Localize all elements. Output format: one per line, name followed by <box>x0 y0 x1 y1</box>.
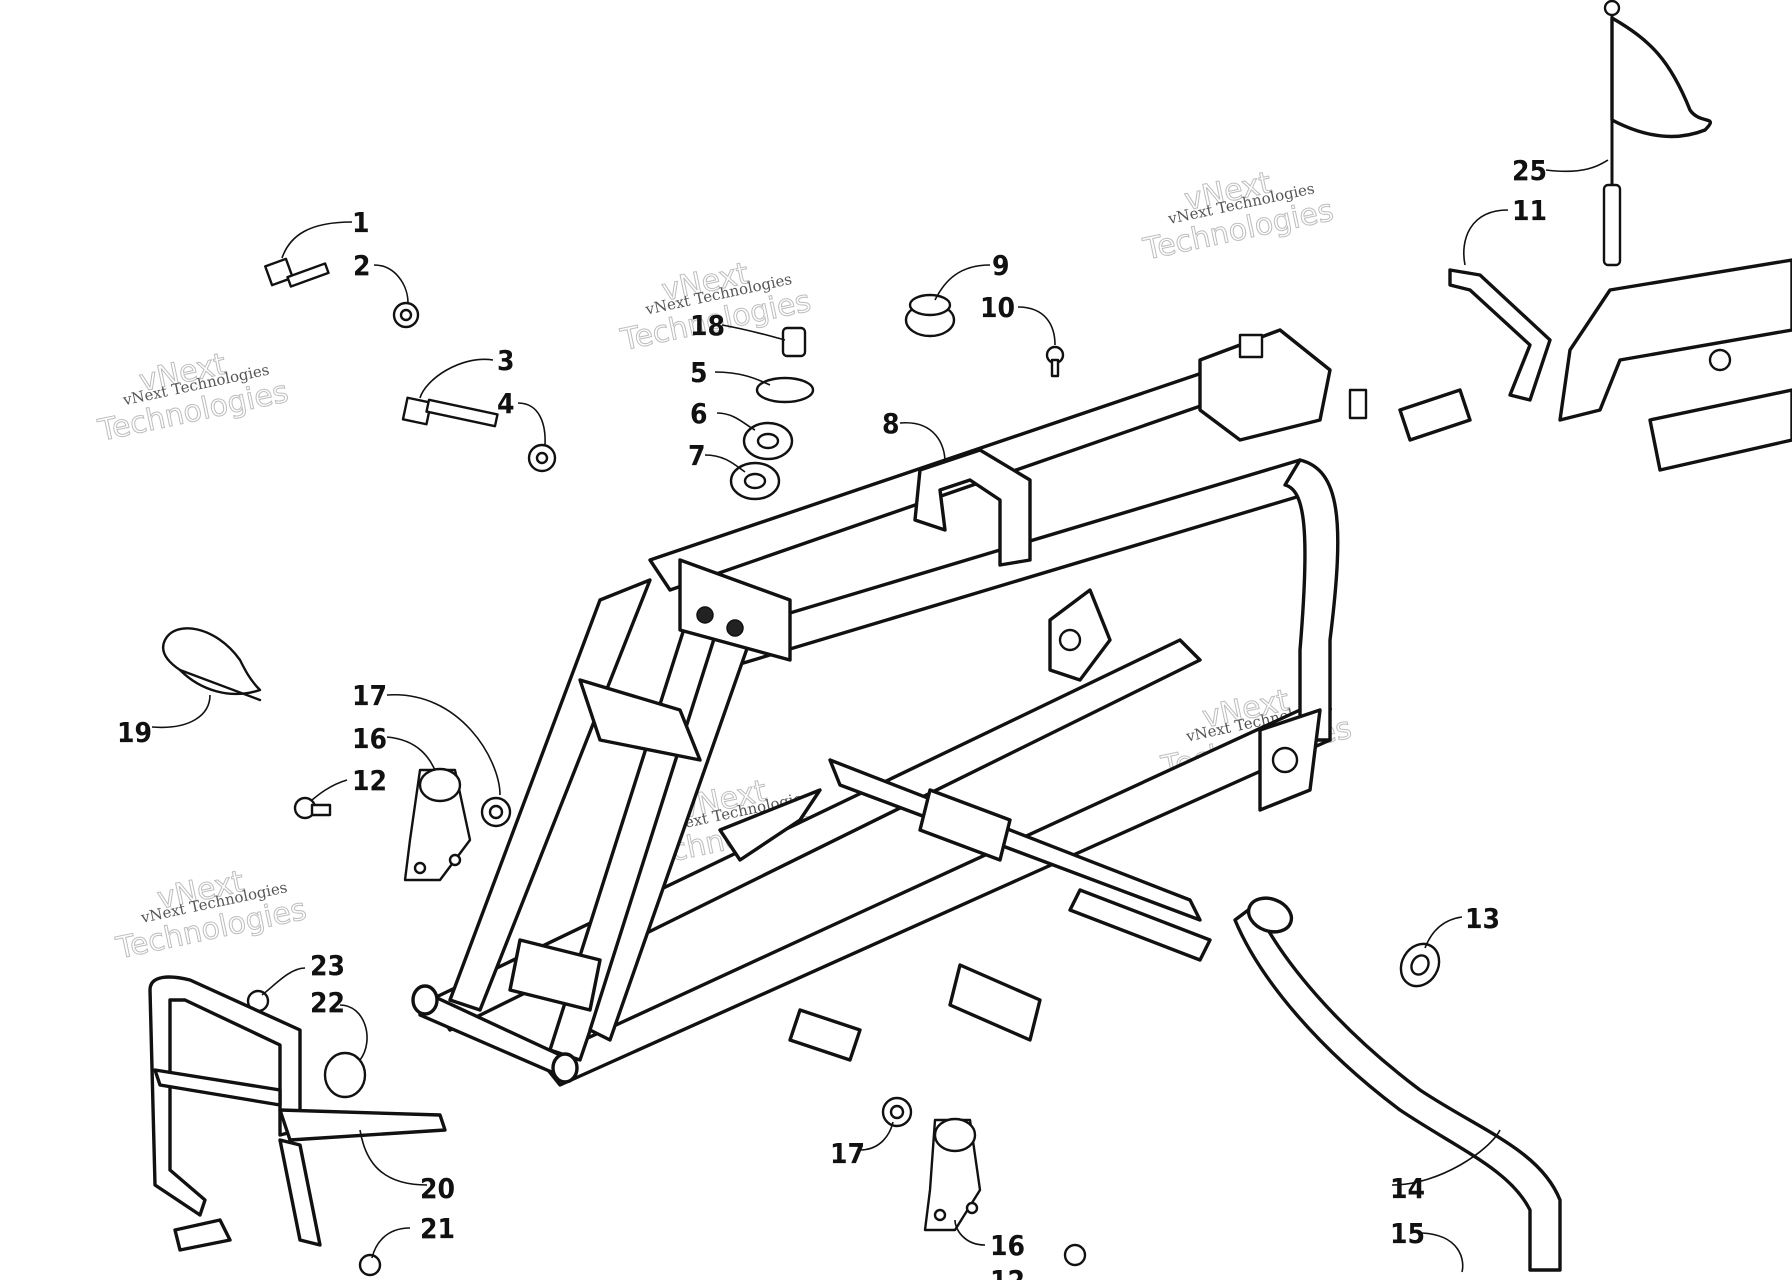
callout-9: 9 <box>992 249 1010 282</box>
spacer-part-17b <box>881 1096 913 1128</box>
callout-labels: 1 2 3 4 5 6 7 8 9 10 11 12 13 14 15 16 1… <box>117 154 1547 1280</box>
bearing-part-6 <box>742 421 794 461</box>
callout-16: 16 <box>352 722 387 755</box>
mount-part-16b <box>923 1117 982 1232</box>
screw-part-12b <box>1063 1243 1087 1267</box>
watermark: Technologies vNext vNext Technologies <box>617 256 815 359</box>
nut-part-2 <box>392 301 420 329</box>
callout-3: 3 <box>497 344 515 377</box>
callout-2: 2 <box>353 249 371 282</box>
mount-part-16 <box>403 767 472 882</box>
callout-7: 7 <box>688 439 706 472</box>
callout-14: 14 <box>1390 1172 1425 1205</box>
callout-25: 25 <box>1512 154 1547 187</box>
callout-17: 17 <box>352 679 387 712</box>
screw-part-12 <box>293 796 332 820</box>
spacer-part-17 <box>480 796 512 828</box>
watermark: Technologies vNext vNext Technologies <box>1139 165 1337 268</box>
rear-rack-bracket <box>1448 258 1792 472</box>
callout-6: 6 <box>690 397 708 430</box>
bearing-part-7 <box>729 461 781 501</box>
leader-lines <box>151 159 1609 1273</box>
bearing-part-13 <box>1399 942 1441 988</box>
callout-4: 4 <box>497 387 515 420</box>
bolt-part-3 <box>401 396 499 428</box>
grommet-part-9 <box>904 293 956 338</box>
watermark: Technologies vNext vNext Technologies <box>112 864 310 967</box>
nut-part-4 <box>527 443 557 473</box>
callout-18: 18 <box>690 309 725 342</box>
callout-19: 19 <box>117 716 152 749</box>
bushing-part-18 <box>781 326 807 358</box>
screw-part-10 <box>1045 345 1065 378</box>
watermark: Technologies vNext vNext Technologies <box>94 346 292 449</box>
callout-21: 21 <box>420 1212 455 1245</box>
callout-22: 22 <box>310 986 345 1019</box>
callout-12: 12 <box>352 764 387 797</box>
callout-11: 11 <box>1512 194 1547 227</box>
callout-5: 5 <box>690 356 708 389</box>
screw-part-21 <box>358 1253 382 1277</box>
bolt-part-1 <box>264 257 330 288</box>
frame-assembly <box>411 328 1472 1087</box>
callout-10: 10 <box>980 291 1015 324</box>
callout-20: 20 <box>420 1172 455 1205</box>
callout-12b: 12 <box>990 1264 1025 1280</box>
callout-23: 23 <box>310 949 345 982</box>
ring-part-5 <box>755 376 815 404</box>
reflector-part-22 <box>323 1051 367 1099</box>
callout-17b: 17 <box>830 1137 865 1170</box>
callout-13: 13 <box>1465 902 1500 935</box>
front-bumper-part-20 <box>148 975 447 1252</box>
callout-1: 1 <box>352 206 370 239</box>
callout-8: 8 <box>882 407 900 440</box>
strap-part-19 <box>161 627 262 702</box>
flag-part-25 <box>1602 0 1713 267</box>
callout-16b: 16 <box>990 1229 1025 1262</box>
callout-15: 15 <box>1390 1217 1425 1250</box>
tube-part-14 <box>1233 896 1562 1272</box>
